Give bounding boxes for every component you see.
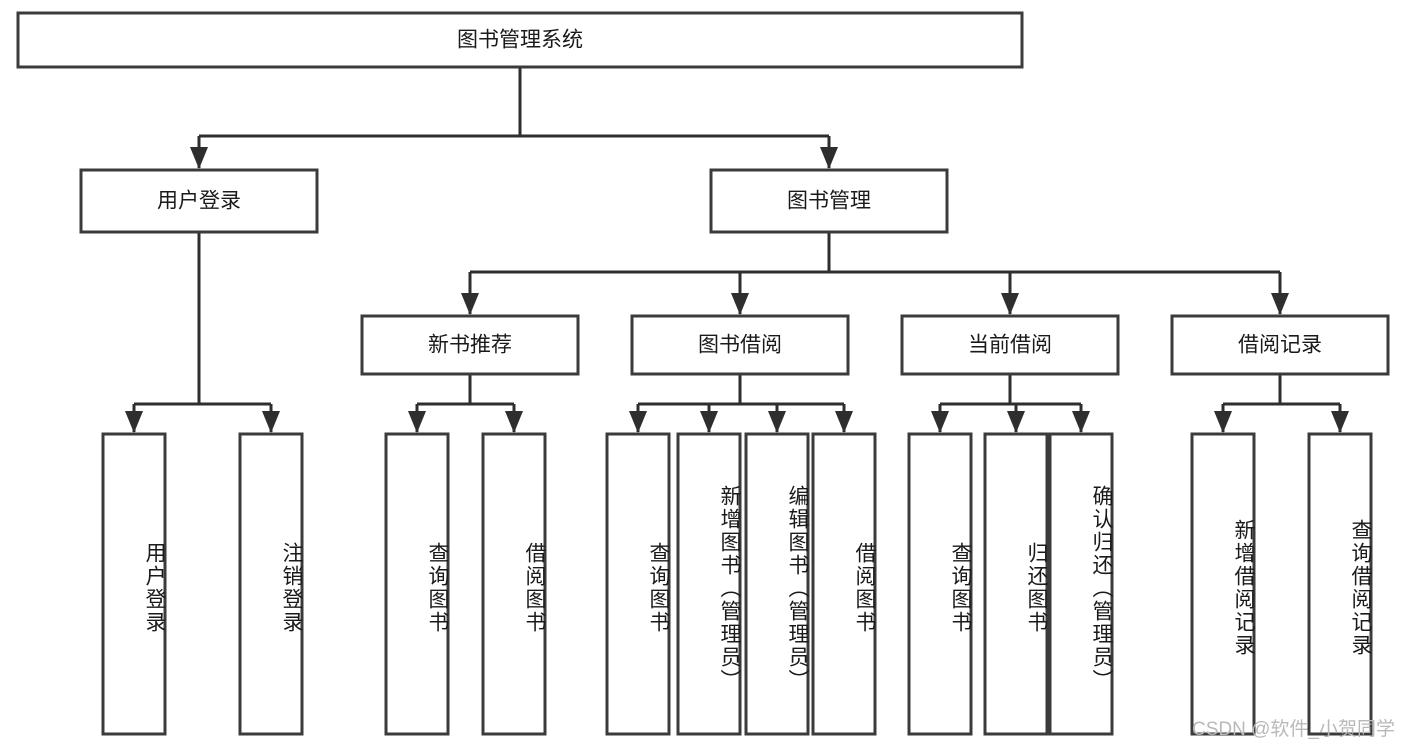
level2-node-label: 图书管理 (787, 190, 871, 213)
level3-node-label: 图书借阅 (698, 334, 782, 357)
arrow-head-icon (1001, 293, 1019, 315)
level3-node-label: 当前借阅 (968, 334, 1052, 357)
leaf-node-box[interactable] (676, 432, 742, 736)
arrow-head-icon (820, 147, 838, 169)
leaf-node-box[interactable] (811, 432, 877, 736)
leaf-node-box[interactable] (605, 432, 671, 736)
level2-node-label: 用户登录 (157, 190, 241, 213)
arrow-head-icon (1271, 293, 1289, 315)
level3-node-box[interactable] (630, 314, 850, 376)
leaf-node-box[interactable] (481, 432, 547, 736)
level2-node-box[interactable] (709, 168, 949, 234)
arrow-head-icon (1072, 411, 1090, 433)
arrow-head-icon (768, 411, 786, 433)
arrow-head-icon (262, 411, 280, 433)
leaf-node-box[interactable] (1190, 432, 1256, 736)
level3-node-label: 借阅记录 (1238, 334, 1322, 357)
level2-node-box[interactable] (79, 168, 319, 234)
leaf-node-box[interactable] (238, 432, 304, 736)
level3-node-label: 新书推荐 (428, 334, 512, 357)
arrow-head-icon (835, 411, 853, 433)
leaf-node-box[interactable] (101, 432, 167, 736)
leaf-node-box[interactable] (1048, 432, 1114, 736)
arrow-head-icon (461, 293, 479, 315)
leaf-node-box[interactable] (384, 432, 450, 736)
boxes-layer (16, 11, 1390, 736)
level3-node-box[interactable] (1170, 314, 1390, 376)
arrow-head-icon (505, 411, 523, 433)
arrow-head-icon (700, 411, 718, 433)
csdn-watermark: CSDN @软件_小贺同学 (1192, 719, 1395, 740)
level3-node-box[interactable] (900, 314, 1120, 376)
leaf-node-box[interactable] (1307, 432, 1373, 736)
leaf-node-box[interactable] (744, 432, 810, 736)
arrow-head-icon (408, 411, 426, 433)
arrow-head-icon (125, 411, 143, 433)
arrow-head-icon (190, 147, 208, 169)
arrow-head-icon (1331, 411, 1349, 433)
arrow-head-icon (1007, 411, 1025, 433)
leaf-node-box[interactable] (907, 432, 973, 736)
arrow-head-icon (629, 411, 647, 433)
connectors-layer (125, 67, 1349, 433)
leaf-node-box[interactable] (983, 432, 1049, 736)
level3-node-box[interactable] (360, 314, 580, 376)
arrow-head-icon (1214, 411, 1232, 433)
arrow-head-icon (731, 293, 749, 315)
arrow-head-icon (931, 411, 949, 433)
root-node-label: 图书管理系统 (457, 29, 583, 52)
root-node-box[interactable] (16, 11, 1024, 69)
